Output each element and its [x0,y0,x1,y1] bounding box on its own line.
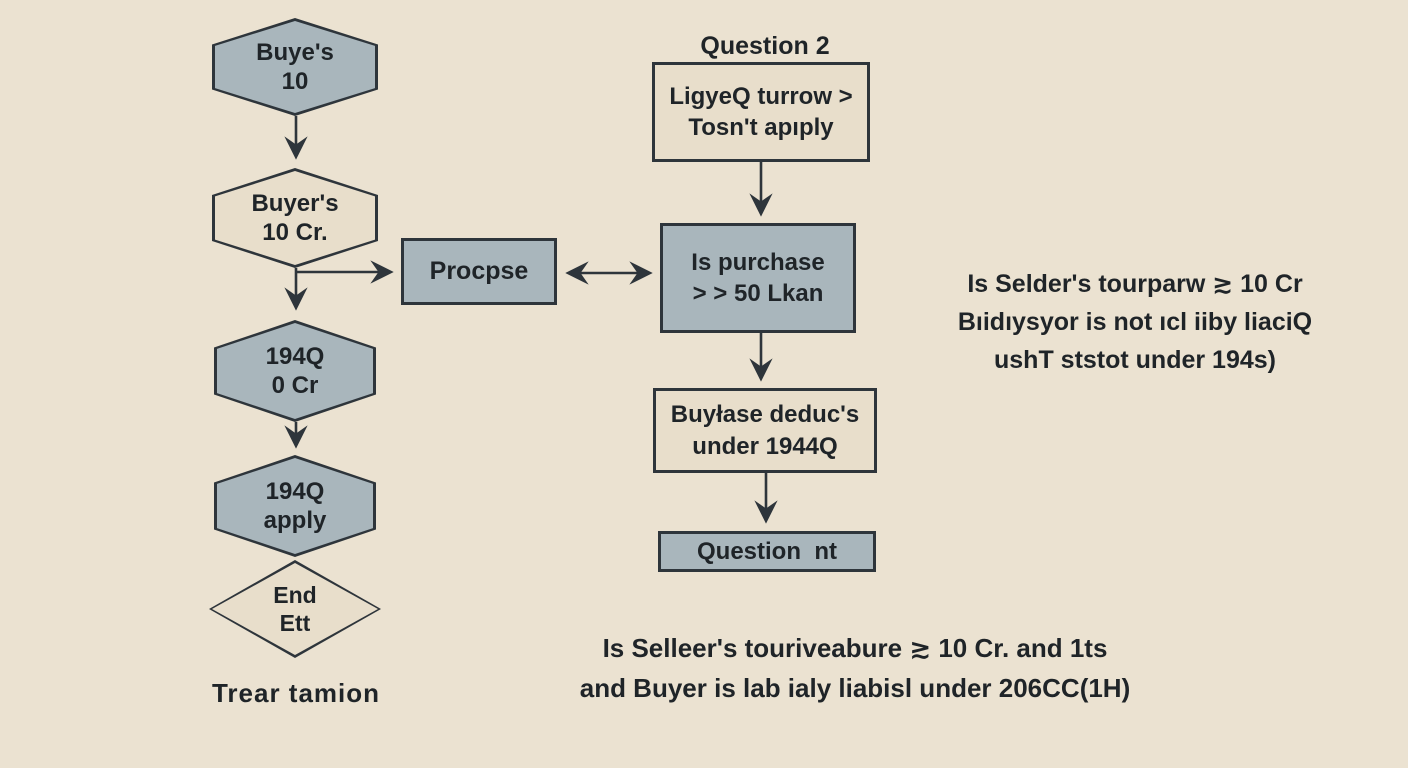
node-text-line: 194Q [265,477,325,505]
node-text-line: Tosn't apıply [688,114,834,141]
node-text-line: Procpse [429,257,529,286]
node-text-line: Buye's [256,38,334,66]
bottom-note: Is Selleer's touriveabure ≳ 10 Cr. and 1… [500,628,1210,708]
diamond-node-end: End Ett [209,560,381,658]
node-text-line: 0 Cr [271,372,319,399]
diamond-node-label: End Ett [209,560,381,658]
hex-node-label: Buye's 10 [212,18,378,116]
hex-node-buyers-10cr: Buyer's 10 Cr. [212,168,378,268]
node-text-line: > > 50 Lkan [692,280,824,307]
node-text-line: apply [263,507,327,534]
box-node-deduct: Buyłase deduc's under 1944Q [653,388,877,473]
hex-node-buyes-10: Buye's 10 [212,18,378,116]
hex-node-194q-0cr: 194Q 0 Cr [214,320,376,422]
box-node-question: Question nt [658,531,876,572]
right-note: Is Selder's tourparw ≳ 10 Cr Bıidıysyor … [925,265,1345,379]
hex-node-194q-apply: 194Q apply [214,455,376,557]
question-heading: Question 2 [700,32,830,60]
node-text-line: Buyłase deduc's [670,401,860,429]
node-text-line: 194Q [265,342,325,370]
node-text-line: Buyer's [251,189,339,217]
left-flow-caption: Trear tamion [211,678,381,708]
node-text-line: Question nt [697,537,837,565]
node-text-line: End [273,581,317,608]
right-note-line: Is Selder's tourparw ≳ 10 Cr [967,270,1303,298]
hex-node-label: 194Q apply [214,455,376,557]
box-node-process: Procpse [401,238,557,305]
bottom-note-line: Is Selleer's touriveabure ≳ 10 Cr. and 1… [602,633,1108,663]
node-text-line: under 1944Q [692,432,838,460]
hex-node-label: 194Q 0 Cr [214,320,376,422]
box-node-top: LigyeQ turrow > Tosn't apıply [652,62,870,162]
node-text-line: LigyeQ turrow > [669,82,853,110]
node-text-line: Ett [279,610,311,636]
hex-node-label: Buyer's 10 Cr. [212,168,378,268]
node-text-line: 10 Cr. [262,219,328,246]
bottom-note-line: and Buyer is lab ialy liabisl under 206C… [579,673,1131,703]
node-text-line: 10 [281,68,309,95]
box-node-purchase: Is purchase > > 50 Lkan [660,223,856,333]
right-note-line: Bıidıysyor is not ıcl iiby liaciQ [957,308,1313,336]
right-note-line: ushT ststot under 194s) [994,346,1276,374]
node-text-line: Is purchase [691,248,825,276]
